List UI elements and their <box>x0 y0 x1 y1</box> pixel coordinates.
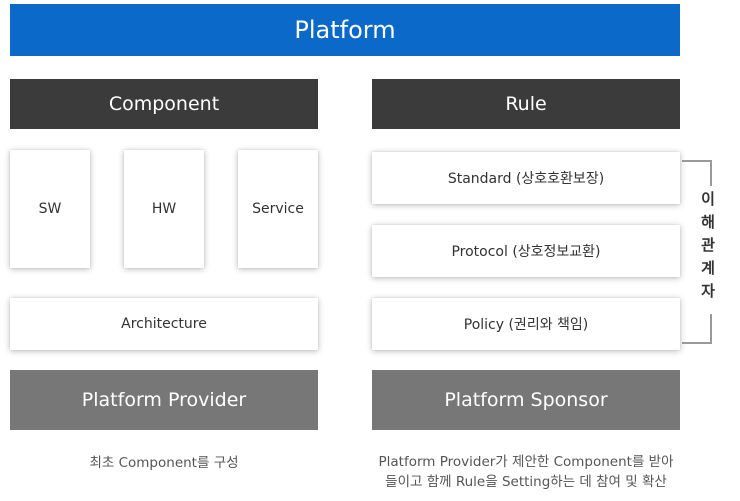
sw-card: SW <box>10 150 90 268</box>
stakeholder-label: 이 해 관 계 자 <box>696 188 720 303</box>
stakeholder-char: 관 <box>701 236 715 254</box>
stakeholder-char: 계 <box>701 259 715 277</box>
service-label: Service <box>252 201 304 217</box>
standard-rule-card: Standard (상호호환보장) <box>372 152 680 204</box>
architecture-label: Architecture <box>121 316 207 332</box>
sponsor-caption-line1: Platform Provider가 제안한 Component를 받아 <box>378 454 674 470</box>
bracket-gap <box>692 186 722 314</box>
policy-rule-card: Policy (권리와 책임) <box>372 298 680 350</box>
component-header-label: Component <box>108 93 220 115</box>
platform-provider-label: Platform Provider <box>81 389 247 411</box>
platform-title: Platform <box>294 16 396 44</box>
stakeholder-char: 해 <box>701 213 715 231</box>
platform-sponsor-label: Platform Sponsor <box>444 389 608 411</box>
architecture-card: Architecture <box>10 298 318 350</box>
protocol-rule-label: Protocol (상호정보교환) <box>451 244 601 260</box>
sponsor-caption-line2: 들이고 함께 Rule을 Setting하는 데 참여 및 확산 <box>385 474 667 490</box>
stakeholder-char: 이 <box>701 190 715 208</box>
protocol-rule-card: Protocol (상호정보교환) <box>372 225 680 277</box>
rule-header: Rule <box>372 79 680 129</box>
hw-card: HW <box>124 150 204 268</box>
sw-label: SW <box>38 201 62 217</box>
hw-label: HW <box>151 201 177 217</box>
provider-caption: 최초 Component를 구성 <box>10 453 318 473</box>
standard-rule-label: Standard (상호호환보장) <box>447 171 605 187</box>
sponsor-caption: Platform Provider가 제안한 Component를 받아 들이고… <box>340 452 712 492</box>
stakeholder-char: 자 <box>701 282 715 300</box>
service-card: Service <box>238 150 318 268</box>
policy-rule-label: Policy (권리와 책임) <box>463 317 589 333</box>
component-header: Component <box>10 79 318 129</box>
platform-provider-box: Platform Provider <box>10 370 318 430</box>
rule-header-label: Rule <box>505 93 547 115</box>
platform-sponsor-box: Platform Sponsor <box>372 370 680 430</box>
platform-banner: Platform <box>10 4 680 56</box>
provider-caption-text: 최초 Component를 구성 <box>89 455 239 471</box>
